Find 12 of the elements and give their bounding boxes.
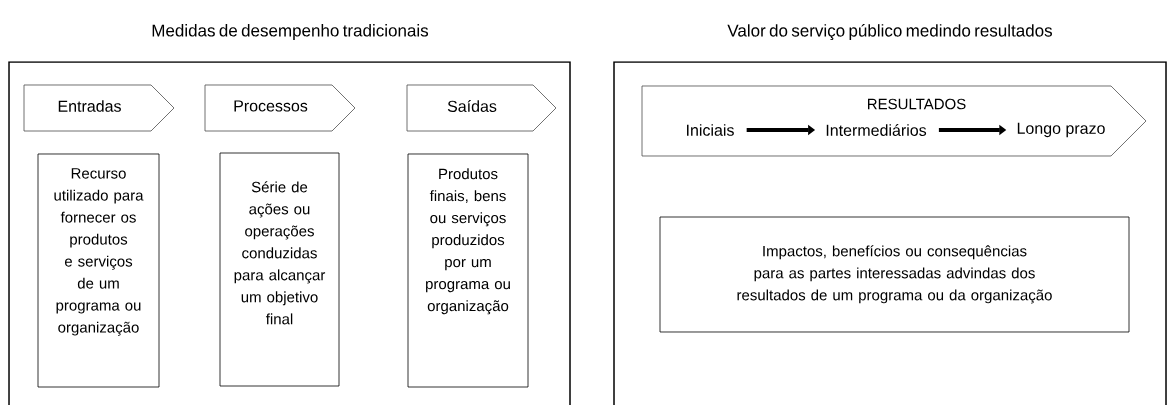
panel-title: Valor do serviço público medindo resultados (727, 23, 1052, 41)
chevron-box: Entradas (23, 84, 175, 132)
stage-label: Intermediários (826, 124, 927, 136)
stage-label: Longo prazo (1017, 122, 1105, 138)
chevron-box: Saídas (406, 84, 557, 132)
stage-label: Iniciais (687, 124, 734, 136)
panel-title: Medidas de desempenho tradicionais (152, 24, 429, 40)
text-box: Produtos finais, bens ou serviços produzidos por um programa ou organização (407, 153, 529, 388)
text-box: Impactos, benefícios ou consequências para as partes interessadas advindas dos resultados de um programa ou da organização (659, 216, 1130, 333)
text-box: Recurso utilizado para fornecer os produtos e serviços de um programa ou organização (37, 153, 160, 388)
chevron-box: Processos (204, 84, 356, 132)
text-box: Série de ações ou operações conduzidas para alcançar um objetivo final (219, 152, 340, 387)
